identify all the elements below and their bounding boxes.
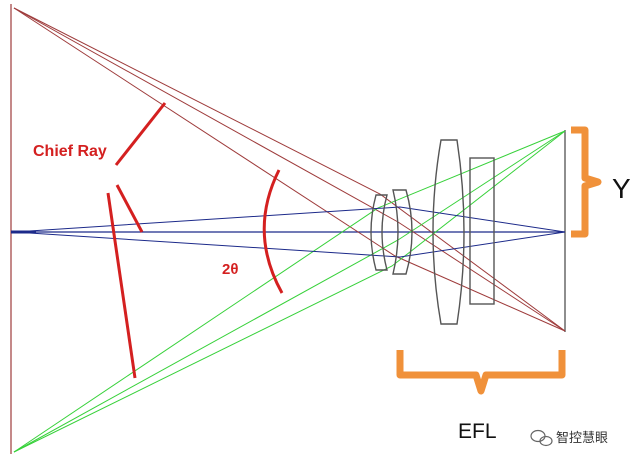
watermark-text: 智控慧眼 bbox=[556, 430, 608, 446]
chief-ray-annotation bbox=[106, 102, 284, 379]
wechat-icon bbox=[530, 429, 553, 447]
chief-ray-marker-lower bbox=[106, 192, 137, 379]
image-height-label: Y bbox=[612, 173, 631, 204]
image-height-brace bbox=[571, 126, 602, 238]
focal-length-brace bbox=[396, 350, 566, 395]
lens-element-4 bbox=[469, 157, 495, 305]
green-ray-lower bbox=[13, 130, 566, 453]
red-ray-upper bbox=[13, 7, 566, 332]
lens-element-1 bbox=[370, 194, 388, 271]
field-angle-label: 2θ bbox=[222, 261, 238, 278]
red-ray-chief bbox=[13, 7, 566, 332]
focal-length-label: EFL bbox=[458, 420, 497, 443]
chief-ray-marker-upper bbox=[114, 102, 167, 166]
chief-ray-label: Chief Ray bbox=[33, 143, 107, 160]
red-ray-lower bbox=[13, 7, 566, 332]
watermark: 智控慧眼 bbox=[530, 429, 608, 447]
blue-ray-lower bbox=[13, 231, 566, 258]
red-ray-bundle bbox=[13, 7, 566, 332]
green-ray-bundle bbox=[13, 130, 566, 453]
blue-ray-upper bbox=[13, 206, 566, 233]
field-angle-arc bbox=[262, 169, 284, 294]
chief-ray-marker-mid bbox=[115, 184, 144, 233]
lens-element-3 bbox=[432, 139, 465, 325]
green-ray-chief bbox=[13, 130, 566, 453]
lens-element-2 bbox=[392, 189, 413, 275]
blue-ray-bundle bbox=[13, 206, 566, 258]
green-ray-upper bbox=[13, 130, 566, 453]
lens-group bbox=[370, 139, 495, 325]
